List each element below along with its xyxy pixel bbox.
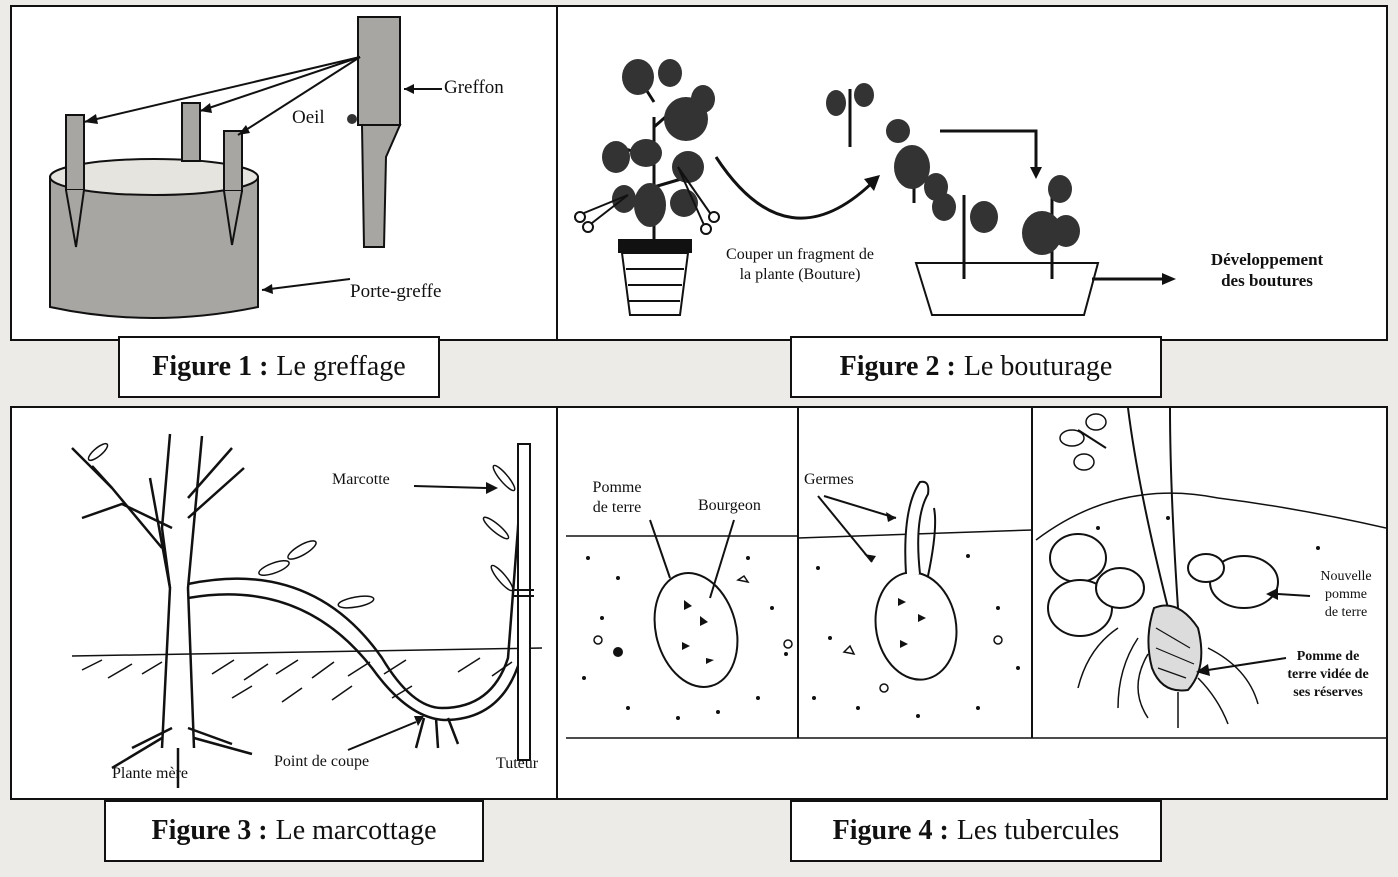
label-nouvelle-line3: de terre [1306, 604, 1386, 622]
label-couper-line2: la plante (Bouture) [700, 265, 900, 285]
figure-3-caption-prefix: Figure 3 : [151, 815, 267, 847]
label-nouvelle-line1: Nouvelle [1306, 568, 1386, 586]
label-pomme-line2: de terre [574, 498, 660, 518]
figure-1-caption-prefix: Figure 1 : [152, 351, 268, 383]
label-nouvelle-pomme: Nouvelle pomme de terre [1306, 568, 1386, 622]
layering-illustration [12, 408, 556, 798]
label-developpement-line2: des boutures [1182, 270, 1352, 291]
figure-2-caption-prefix: Figure 2 : [840, 351, 956, 383]
label-pomme-videe: Pomme de terre vidée de ses réserves [1274, 648, 1382, 702]
figure-2-caption-title: Le bouturage [964, 351, 1113, 383]
label-developpement-line1: Développement [1182, 249, 1352, 270]
label-point-de-coupe: Point de coupe [274, 752, 369, 772]
label-greffon: Greffon [444, 77, 504, 98]
grafting-illustration [12, 7, 556, 339]
figure-3-caption-title: Le marcottage [276, 815, 437, 847]
figure-4-panel: Pomme de terre Bourgeon Germes Nouvelle … [556, 406, 1388, 800]
figure-4-caption-prefix: Figure 4 : [833, 815, 949, 847]
label-videe-line3: ses réserves [1274, 684, 1382, 702]
label-nouvelle-line2: pomme [1306, 586, 1386, 604]
label-tuteur: Tuteur [496, 754, 538, 774]
label-developpement: Développement des boutures [1182, 249, 1352, 291]
label-germes: Germes [804, 470, 854, 490]
figure-3-panel: Marcotte Plante mère Point de coupe Tute… [10, 406, 558, 800]
label-couper: Couper un fragment de la plante (Bouture… [700, 245, 900, 285]
figure-4-caption: Figure 4 : Les tubercules [790, 800, 1162, 862]
label-videe-line2: terre vidée de [1274, 666, 1382, 684]
label-videe-line1: Pomme de [1274, 648, 1382, 666]
figure-1-caption: Figure 1 : Le greffage [118, 336, 440, 398]
figure-2-panel: Couper un fragment de la plante (Bouture… [556, 5, 1388, 341]
label-marcotte: Marcotte [332, 470, 390, 490]
label-porte-greffe: Porte-greffe [350, 281, 441, 302]
label-bourgeon: Bourgeon [698, 496, 761, 516]
label-pomme-line1: Pomme [574, 478, 660, 498]
figure-1-panel: Greffon Oeil Porte-greffe [10, 5, 558, 341]
figure-4-caption-title: Les tubercules [957, 815, 1120, 847]
tuber-illustration [558, 408, 1386, 798]
figure-2-caption: Figure 2 : Le bouturage [790, 336, 1162, 398]
label-pomme-de-terre: Pomme de terre [574, 478, 660, 518]
label-oeil: Oeil [292, 107, 325, 128]
label-couper-line1: Couper un fragment de [700, 245, 900, 265]
label-plante-mere: Plante mère [112, 764, 188, 784]
figure-1-caption-title: Le greffage [276, 351, 405, 383]
figure-3-caption: Figure 3 : Le marcottage [104, 800, 484, 862]
